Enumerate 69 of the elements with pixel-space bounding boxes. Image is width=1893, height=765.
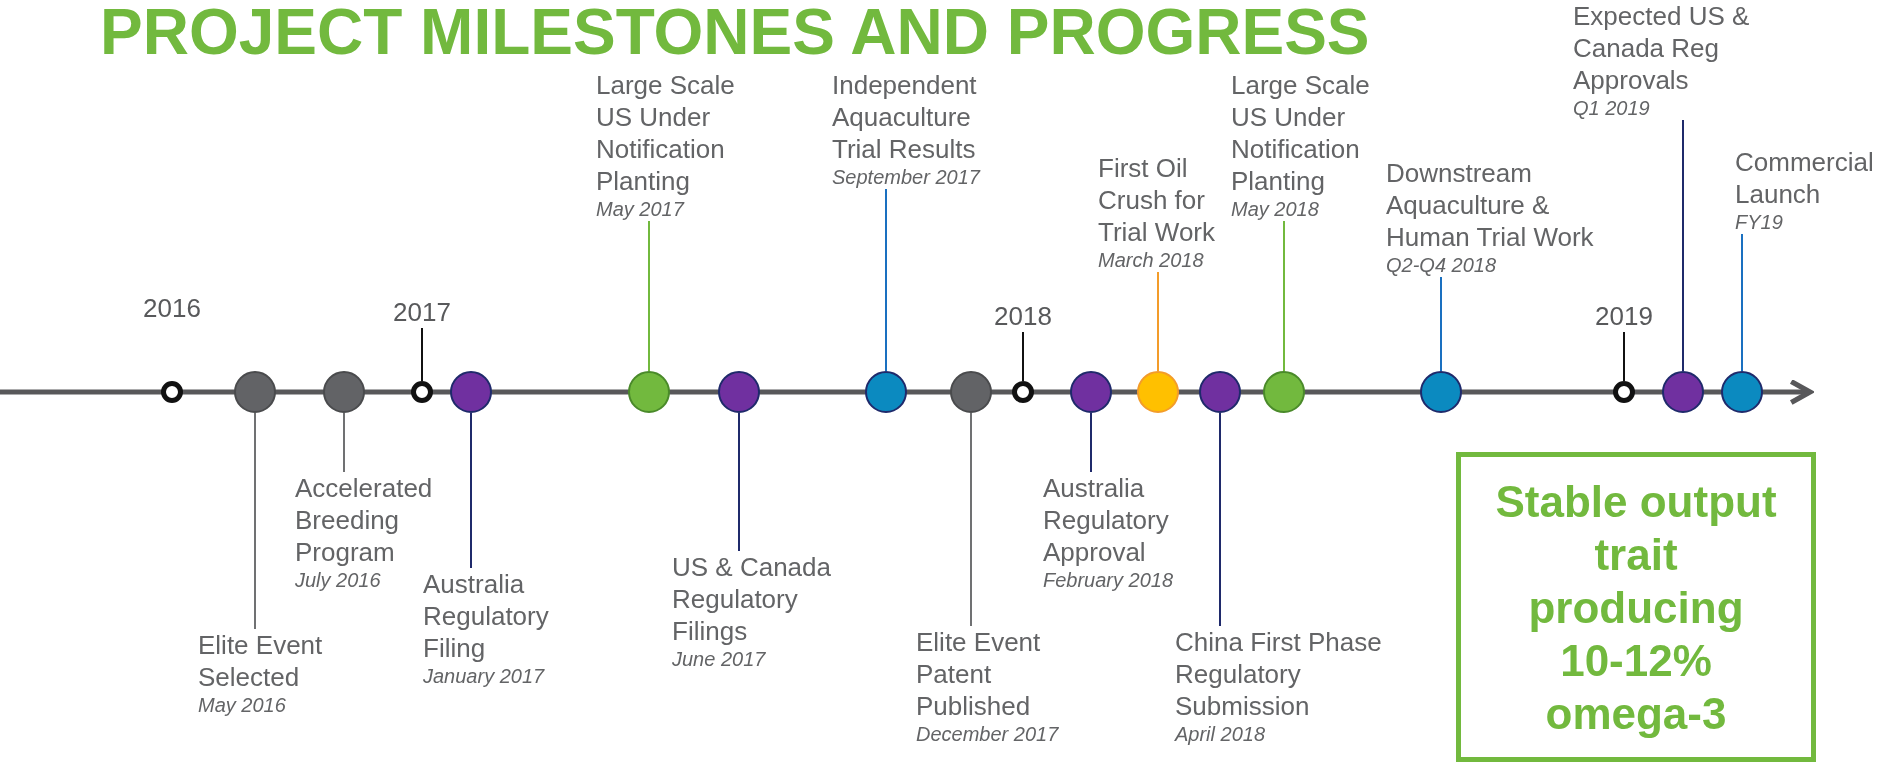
milestone-dot	[1199, 371, 1241, 413]
leader-line	[1682, 119, 1684, 372]
milestone-title: Accelerated Breeding Program	[295, 472, 434, 568]
milestone-dot	[950, 371, 992, 413]
milestone-dot	[323, 371, 365, 413]
milestone-dot	[718, 371, 760, 413]
milestone-date: Q1 2019	[1573, 96, 1650, 120]
leader-line	[648, 220, 650, 372]
milestone-dot	[1420, 371, 1462, 413]
milestone-date: May 2016	[198, 693, 286, 717]
milestone-date: June 2017	[672, 647, 766, 671]
leader-line	[254, 412, 256, 630]
milestone-title: Commercial Launch	[1735, 146, 1875, 210]
milestone-title: Large Scale US Under Notification Planting	[596, 69, 736, 197]
milestone-date: September 2017	[832, 165, 980, 189]
milestone-title: US & Canada Regulatory Filings	[672, 551, 832, 647]
leader-line	[343, 412, 345, 473]
milestone-date: FY19	[1735, 210, 1783, 234]
year-label: 2016	[137, 292, 207, 324]
leader-line	[1022, 331, 1024, 382]
milestone-dot	[1721, 371, 1763, 413]
milestone-date: May 2018	[1231, 197, 1319, 221]
milestone-title: Large Scale US Under Notification Planting	[1231, 69, 1371, 197]
milestone-dot	[865, 371, 907, 413]
leader-line	[1623, 331, 1625, 382]
milestone-title: China First Phase Regulatory Submission	[1175, 626, 1383, 722]
leader-line	[738, 412, 740, 552]
year-label: 2018	[988, 300, 1058, 332]
milestone-dot	[1137, 371, 1179, 413]
milestone-date: April 2018	[1175, 722, 1266, 746]
milestone-dot	[1263, 371, 1305, 413]
year-marker	[411, 381, 433, 403]
page-title: PROJECT MILESTONES AND PROGRESS	[100, 0, 1370, 64]
highlight-box: Stable output trait producing 10-12% omega-3	[1456, 452, 1816, 762]
year-marker	[1613, 381, 1635, 403]
milestone-title: Australia Regulatory Filing	[423, 568, 550, 664]
milestone-title: Expected US & Canada Reg Approvals	[1573, 0, 1751, 96]
milestone-date: January 2017	[423, 664, 545, 688]
milestone-dot	[234, 371, 276, 413]
milestone-title: Australia Regulatory Approval	[1043, 472, 1170, 568]
leader-line	[421, 327, 423, 382]
leader-line	[1741, 233, 1743, 372]
milestone-title: Elite Event Selected	[198, 629, 324, 693]
year-label: 2019	[1589, 300, 1659, 332]
year-label: 2017	[387, 296, 457, 328]
milestone-date: July 2016	[295, 568, 381, 592]
milestone-date: February 2018	[1043, 568, 1174, 592]
milestone-title: First Oil Crush for Trial Work	[1098, 152, 1215, 248]
milestone-dot	[1662, 371, 1704, 413]
milestone-dot	[628, 371, 670, 413]
milestone-title: Independent Aquaculture Trial Results	[832, 69, 978, 165]
milestone-date: March 2018	[1098, 248, 1204, 272]
milestone-title: Downstream Aquaculture & Human Trial Work	[1386, 157, 1595, 253]
leader-line	[885, 188, 887, 372]
milestone-dot	[1070, 371, 1112, 413]
year-marker	[1012, 381, 1034, 403]
leader-line	[1219, 412, 1221, 627]
leader-line	[1283, 220, 1285, 372]
year-marker	[161, 381, 183, 403]
leader-line	[970, 412, 972, 627]
leader-line	[470, 412, 472, 569]
leader-line	[1090, 412, 1092, 473]
milestone-date: May 2017	[596, 197, 684, 221]
milestone-date: December 2017	[916, 722, 1059, 746]
milestone-title: Elite Event Patent Published	[916, 626, 1042, 722]
milestone-date: Q2-Q4 2018	[1386, 253, 1497, 277]
milestone-dot	[450, 371, 492, 413]
leader-line	[1440, 276, 1442, 372]
leader-line	[1157, 271, 1159, 372]
